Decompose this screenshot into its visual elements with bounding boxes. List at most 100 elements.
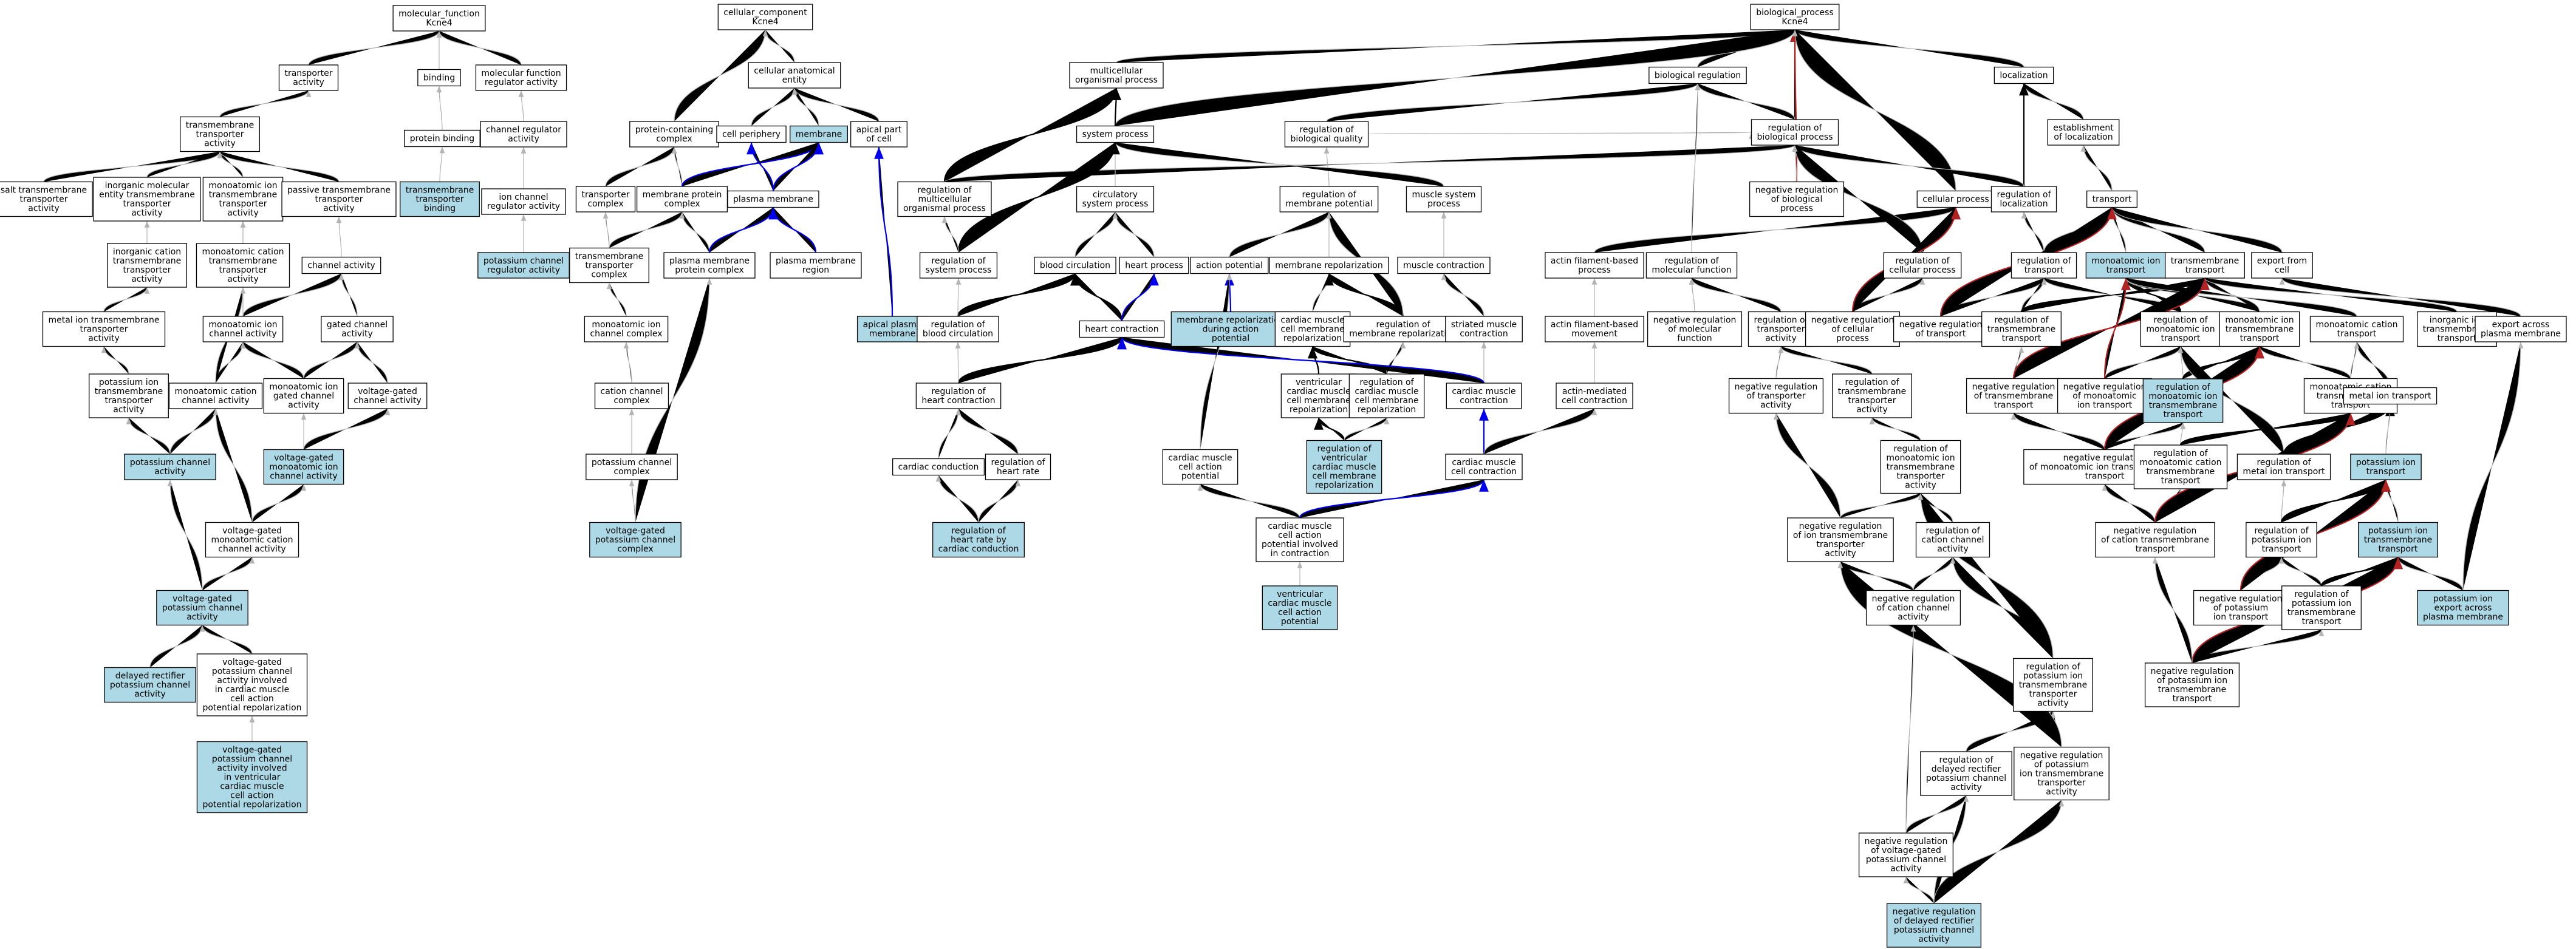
go-term-label: of potassium: [2034, 760, 2089, 770]
go-term-label: regulation of: [917, 186, 972, 196]
go-term-node-chact: channel activity: [301, 256, 381, 274]
go-term-label: cardiac muscle: [1286, 387, 1350, 396]
go-term-label: negative regulation: [2114, 526, 2197, 536]
go-term-label: region: [802, 265, 829, 275]
go-term-label: transporter: [1896, 472, 1944, 481]
go-term-label: cell membrane: [1312, 472, 1376, 481]
go-term-box: [629, 121, 719, 148]
go-term-box: [1545, 252, 1644, 279]
go-term-label: regulation of: [1754, 316, 1808, 325]
relation-edge: [1197, 484, 1300, 519]
go-term-label: potassium channel: [1894, 925, 1974, 935]
go-term-box: [2350, 454, 2422, 480]
go-term-label: potassium channel: [212, 755, 292, 764]
go-term-label: transmembrane: [2158, 685, 2227, 695]
go-term-label: potential: [1181, 472, 1219, 481]
relation-edge: [768, 207, 817, 253]
relation-edge: [146, 151, 223, 178]
go-term-node-sp: system process: [1076, 125, 1155, 143]
go-term-label: passive transmembrane: [287, 186, 391, 196]
relation-edge: [2152, 557, 2193, 664]
go-term-node-pitta: potassium iontransmembranetransporteract…: [89, 373, 169, 418]
go-term-label: potassium channel: [130, 458, 210, 468]
go-term-label: transport: [2161, 334, 2201, 344]
go-term-label: monoatomic ion: [2225, 316, 2294, 325]
relation-edge: [436, 30, 522, 66]
go-term-label: binding: [423, 73, 455, 83]
relation-edge: [1903, 876, 1935, 904]
go-term-label: transport: [2085, 472, 2125, 481]
go-term-box: [2140, 311, 2221, 347]
relation-edge: [1117, 337, 1485, 384]
go-term-label: during action: [1203, 325, 1259, 335]
go-term-label: of cellular: [1831, 325, 1873, 335]
go-term-box: [1306, 440, 1382, 494]
go-term-label: establishment: [2053, 123, 2114, 133]
go-term-label: ventricular: [1296, 378, 1342, 387]
go-term-label: regulation of: [2026, 662, 2080, 672]
go-term-label: regulator activity: [487, 265, 560, 275]
go-term-label: activity involved: [217, 764, 287, 774]
go-term-box: [770, 252, 862, 279]
relation-edge: [751, 87, 798, 126]
go-term-label: transport: [2438, 334, 2477, 344]
go-term-label: cardiac muscle: [1355, 387, 1418, 396]
go-term-label: actin filament-based: [1551, 320, 1638, 330]
go-term-label: of monoatomic: [2072, 392, 2136, 401]
relation-edge: [126, 417, 171, 455]
go-term-label: activity: [186, 613, 218, 622]
go-term-box: [1832, 373, 1912, 418]
go-term-label: activity: [227, 208, 259, 218]
go-term-label: negative regulation: [1872, 594, 1955, 604]
relation-edge: [1312, 273, 1332, 312]
relation-edge: [674, 29, 768, 122]
relation-edge: [2462, 341, 2524, 591]
go-term-label: heart rate: [997, 467, 1039, 477]
go-term-label: blood circulation: [923, 329, 993, 339]
relation-edge: [1778, 346, 1873, 375]
go-term-label: activity: [154, 467, 186, 477]
relation-edge: [1905, 625, 1916, 834]
go-term-box: [1556, 383, 1633, 409]
go-term-label: transporter: [219, 265, 267, 275]
relation-edge: [1367, 132, 1752, 140]
go-term-label: monoatomic ion: [2146, 325, 2215, 335]
go-term-box: [748, 62, 841, 89]
go-term-box: [586, 454, 678, 480]
relation-edge: [679, 211, 710, 253]
go-term-label: membrane potential: [1285, 199, 1372, 209]
relation-edge: [338, 273, 358, 317]
go-term-label: potassium channel: [212, 667, 292, 676]
go-term-label: potential: [1212, 334, 1249, 344]
go-term-label: export from: [2257, 256, 2307, 266]
go-term-label: striated muscle: [1451, 320, 1517, 330]
go-term-label: transport: [2106, 265, 2146, 275]
go-term-box: [263, 449, 344, 485]
relation-edge: [2011, 413, 2105, 450]
go-term-label: transport: [2337, 329, 2377, 339]
relation-edge: [978, 479, 1021, 523]
go-term-label: repolarization: [1290, 405, 1348, 415]
go-term-box: [985, 454, 1051, 480]
relation-edge: [629, 479, 636, 523]
relation-edge: [1441, 273, 1484, 317]
go-term-label: transmembrane: [1887, 463, 1955, 472]
go-term-box: [717, 4, 813, 30]
go-term-box: [1397, 256, 1491, 274]
go-term-label: protein binding: [410, 134, 474, 144]
relation-edge: [957, 273, 1080, 317]
